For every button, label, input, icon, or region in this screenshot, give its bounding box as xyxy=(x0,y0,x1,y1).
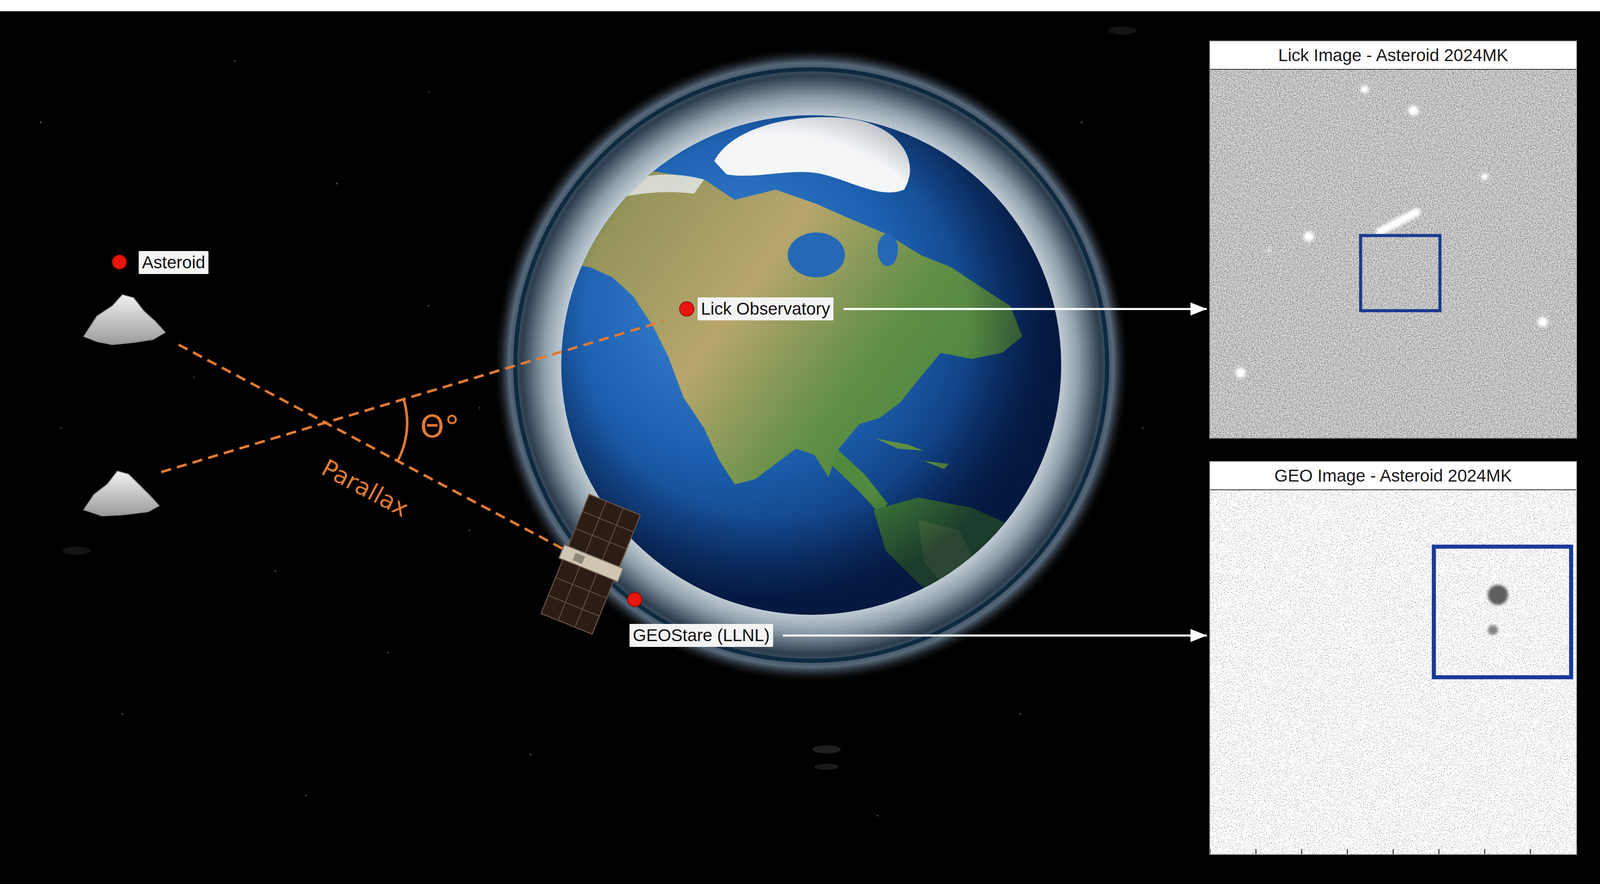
satellite-image xyxy=(1247,737,1255,744)
satellite-icon xyxy=(540,559,614,635)
satellite-tag: GEOStare (LLNL) xyxy=(629,624,774,648)
asteroid-rock xyxy=(83,471,160,516)
angle-symbol: Θ° xyxy=(420,411,461,443)
panel-title: Lick Image - Asteroid 2024MK xyxy=(1210,41,1577,70)
star-field xyxy=(428,91,430,93)
satellite-image xyxy=(1255,849,1257,855)
satellite-image xyxy=(1484,849,1486,855)
pointer-arrow xyxy=(843,308,1207,311)
satellite-icon xyxy=(572,552,586,565)
telescope-image xyxy=(1303,231,1314,242)
star-field xyxy=(1142,427,1144,430)
parallax-sightline xyxy=(397,399,408,462)
star-field xyxy=(305,794,307,797)
earth-globe xyxy=(492,46,1130,684)
satellite-image xyxy=(1346,849,1348,855)
satellite-image xyxy=(1487,625,1498,636)
telescope-image xyxy=(1360,85,1369,94)
telescope-image xyxy=(1360,235,1440,311)
site-tag: Lick Observatory xyxy=(697,297,834,321)
star-field xyxy=(121,713,124,715)
star-field xyxy=(1107,26,1137,35)
parallax-label: Parallax xyxy=(318,455,413,522)
star-field xyxy=(478,407,481,409)
satellite-image xyxy=(1542,506,1549,513)
satellite-image xyxy=(1435,732,1443,740)
location-dot xyxy=(679,302,694,317)
telescope-image xyxy=(1235,85,1548,378)
satellite-image xyxy=(1438,849,1440,855)
satellite-image xyxy=(1210,489,1577,855)
satellite-image xyxy=(1282,611,1291,620)
earth-globe xyxy=(561,115,1062,616)
telescope-image xyxy=(1235,367,1246,378)
location-dot xyxy=(112,254,127,270)
location-dot xyxy=(112,254,694,607)
satellite-image xyxy=(1525,796,1536,806)
satellite-icon xyxy=(540,559,614,635)
satellite-icon xyxy=(568,494,641,568)
telescope-image xyxy=(1380,212,1417,232)
tag-text: Asteroid xyxy=(141,252,206,273)
telescope-image xyxy=(1480,173,1488,181)
star-field xyxy=(39,26,1144,818)
telescope-image xyxy=(1408,105,1419,116)
earth-globe xyxy=(559,115,1062,660)
telescope-image xyxy=(1210,68,1577,438)
satellite-image xyxy=(1433,547,1572,678)
satellite-image xyxy=(1487,585,1509,606)
pointer-arrow xyxy=(782,634,1207,637)
star-field xyxy=(468,529,471,532)
satellite-icon xyxy=(568,494,641,568)
telescope-image xyxy=(1537,316,1548,328)
satellite-image xyxy=(1342,691,1390,734)
star-field xyxy=(1019,713,1021,715)
parallax-sightline xyxy=(161,321,664,473)
star-field xyxy=(62,546,92,555)
star-field xyxy=(39,121,42,124)
star-field xyxy=(274,570,277,573)
parallax-sightline xyxy=(178,344,567,551)
satellite-image xyxy=(1392,849,1394,855)
top-strip xyxy=(0,0,1600,12)
satellite-image xyxy=(1389,677,1572,692)
satellite-image xyxy=(1210,849,1211,855)
star-field xyxy=(386,652,389,654)
satellite-image xyxy=(1433,547,1571,678)
tag-text: Lick Observatory xyxy=(700,298,831,320)
star-field xyxy=(335,182,338,185)
tag-text: GEOStare (LLNL) xyxy=(632,625,770,646)
asteroid-rock xyxy=(83,294,166,345)
star-field xyxy=(876,814,879,817)
image-panel: GEO Image - Asteroid 2024MK xyxy=(1209,461,1578,856)
satellite-image xyxy=(1210,849,1531,855)
satellite-image xyxy=(1301,849,1303,855)
star-field xyxy=(233,60,236,62)
image-panel: Lick Image - Asteroid 2024MK xyxy=(1209,40,1578,439)
panel-title: GEO Image - Asteroid 2024MK xyxy=(1210,462,1577,491)
telescope-image xyxy=(1210,68,1577,438)
star-field xyxy=(812,745,841,754)
star-field xyxy=(193,376,195,378)
star-field xyxy=(1080,121,1083,124)
star-field xyxy=(427,305,430,307)
satellite-icon xyxy=(537,492,644,636)
star-field xyxy=(529,753,532,756)
satellite-image xyxy=(1529,849,1531,855)
earth-globe xyxy=(561,115,1062,616)
star-field xyxy=(814,764,839,771)
earth-globe xyxy=(492,46,1130,684)
satellite-image xyxy=(1210,489,1577,855)
asteroid-tag: Asteroid xyxy=(138,251,209,275)
satellite-image xyxy=(1433,547,1572,678)
star-field xyxy=(60,427,62,430)
earth-globe xyxy=(515,69,1108,662)
location-dot xyxy=(627,592,642,607)
satellite-image xyxy=(1373,515,1383,525)
telescope-image xyxy=(1267,247,1271,252)
asteroid-rock xyxy=(83,294,166,516)
satellite-image xyxy=(1342,677,1572,734)
